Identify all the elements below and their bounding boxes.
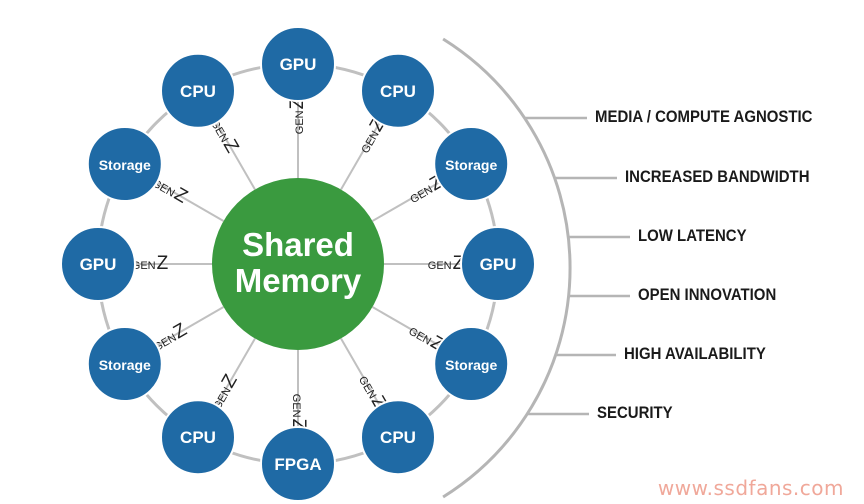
watermark: www.ssdfans.com bbox=[657, 476, 844, 500]
node-label: GPU bbox=[280, 55, 317, 74]
node-storage: Storage bbox=[433, 326, 510, 402]
node-circle bbox=[360, 52, 436, 129]
genz-gen-text: GEN bbox=[132, 260, 156, 272]
feature-bracket-arc bbox=[442, 37, 572, 499]
feature-label: MEDIA / COMPUTE AGNOSTIC bbox=[595, 107, 813, 126]
node-gpu: GPU bbox=[260, 26, 336, 102]
feature-label: OPEN INNOVATION bbox=[638, 285, 777, 304]
node-storage: Storage bbox=[86, 326, 163, 402]
node-gpu: GPU bbox=[60, 226, 136, 302]
node-cpu: CPU bbox=[360, 52, 436, 129]
link-line bbox=[156, 181, 225, 222]
genz-label: GENZ bbox=[288, 394, 309, 431]
link-line bbox=[215, 337, 256, 406]
genz-gen-text: GEN bbox=[294, 110, 306, 134]
shared-memory-line2: Memory bbox=[235, 262, 362, 299]
node-circle bbox=[360, 399, 436, 476]
node-circle bbox=[433, 126, 510, 202]
link-line bbox=[371, 181, 440, 222]
node-fpga: FPGA bbox=[260, 426, 336, 502]
node-storage: Storage bbox=[433, 126, 510, 202]
node-circle bbox=[86, 326, 163, 402]
genz-label: GENZ bbox=[132, 253, 169, 274]
node-cpu: CPU bbox=[360, 399, 436, 476]
node-label: Storage bbox=[445, 157, 497, 173]
feature-label: INCREASED BANDWIDTH bbox=[625, 167, 810, 186]
node-label: CPU bbox=[180, 428, 216, 447]
genz-label: GENZ bbox=[428, 253, 465, 274]
node-label: Storage bbox=[445, 357, 497, 373]
node-label: Storage bbox=[99, 357, 151, 373]
node-gpu: GPU bbox=[460, 226, 536, 302]
feature-label: SECURITY bbox=[597, 403, 673, 422]
link-line bbox=[156, 306, 225, 347]
link-line bbox=[340, 337, 381, 406]
node-label: Storage bbox=[99, 157, 151, 173]
genz-gen-text: GEN bbox=[428, 260, 452, 272]
genz-label: GENZ bbox=[287, 97, 308, 134]
node-cpu: CPU bbox=[160, 52, 236, 129]
node-cpu: CPU bbox=[160, 399, 236, 476]
link-line bbox=[340, 122, 381, 191]
component-nodes: GPUCPUStorageGPUStorageCPUFPGACPUStorage… bbox=[60, 26, 536, 502]
node-circle bbox=[260, 26, 336, 102]
link-lines bbox=[135, 101, 461, 427]
node-circle bbox=[86, 126, 163, 202]
node-circle bbox=[60, 226, 136, 302]
shared-memory-circle bbox=[212, 178, 384, 350]
feature-label: HIGH AVAILABILITY bbox=[624, 344, 766, 363]
feature-label: LOW LATENCY bbox=[638, 226, 747, 245]
link-line bbox=[215, 122, 256, 191]
genz-z-text: Z bbox=[157, 253, 169, 274]
node-label: GPU bbox=[480, 255, 517, 274]
node-storage: Storage bbox=[86, 126, 163, 202]
genz-gen-text: GEN bbox=[290, 394, 302, 418]
node-circle bbox=[160, 52, 236, 129]
node-label: CPU bbox=[380, 82, 416, 101]
node-label: CPU bbox=[180, 82, 216, 101]
node-label: GPU bbox=[80, 255, 117, 274]
shared-memory-line1: Shared bbox=[242, 226, 354, 263]
shared-memory-hub: Shared Memory bbox=[212, 178, 384, 350]
node-label: FPGA bbox=[274, 455, 321, 474]
node-label: CPU bbox=[380, 428, 416, 447]
feature-ticks bbox=[524, 116, 630, 416]
node-circle bbox=[160, 399, 236, 476]
node-circle bbox=[433, 326, 510, 402]
node-circle bbox=[260, 426, 336, 502]
node-circle bbox=[460, 226, 536, 302]
link-line bbox=[371, 306, 440, 347]
